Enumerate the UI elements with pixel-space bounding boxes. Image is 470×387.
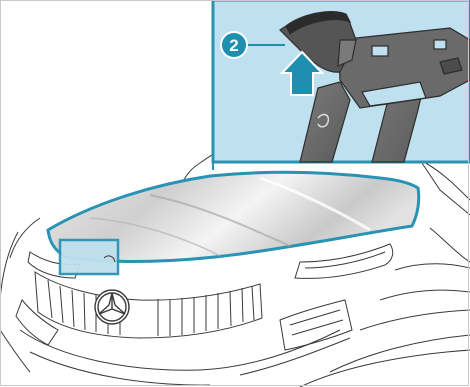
detail-inset: 2 (213, 0, 470, 170)
mercedes-star-icon (95, 290, 129, 324)
grille (35, 272, 262, 338)
callout-badge: 2 (221, 32, 247, 58)
hood-panel-highlight (60, 240, 118, 274)
callout-number: 2 (229, 36, 238, 55)
